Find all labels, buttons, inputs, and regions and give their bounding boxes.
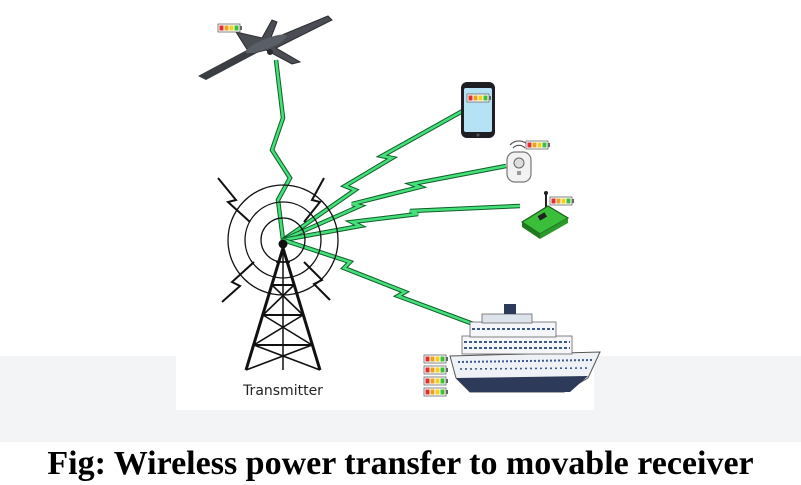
beam-to-smart-plug	[282, 163, 507, 243]
drone-battery-icon	[217, 23, 243, 33]
figure-caption: Fig: Wireless power transfer to movable …	[47, 445, 754, 482]
power-beams	[269, 59, 521, 331]
smartphone-icon	[461, 82, 495, 138]
sensor-node-battery-icon	[549, 196, 575, 206]
transmitter-tower-icon	[217, 177, 339, 371]
sensor-node-icon	[520, 191, 570, 239]
drone-icon	[198, 15, 333, 80]
transmitter-label: Transmitter	[243, 383, 323, 399]
cruise-ship-battery-icons	[423, 354, 449, 397]
smart-plug-icon	[506, 140, 532, 183]
smart-plug-battery-icon	[525, 140, 551, 150]
beam-to-drone	[269, 59, 293, 241]
smartphone-battery-icon	[466, 93, 492, 103]
cruise-ship-icon	[449, 304, 601, 393]
